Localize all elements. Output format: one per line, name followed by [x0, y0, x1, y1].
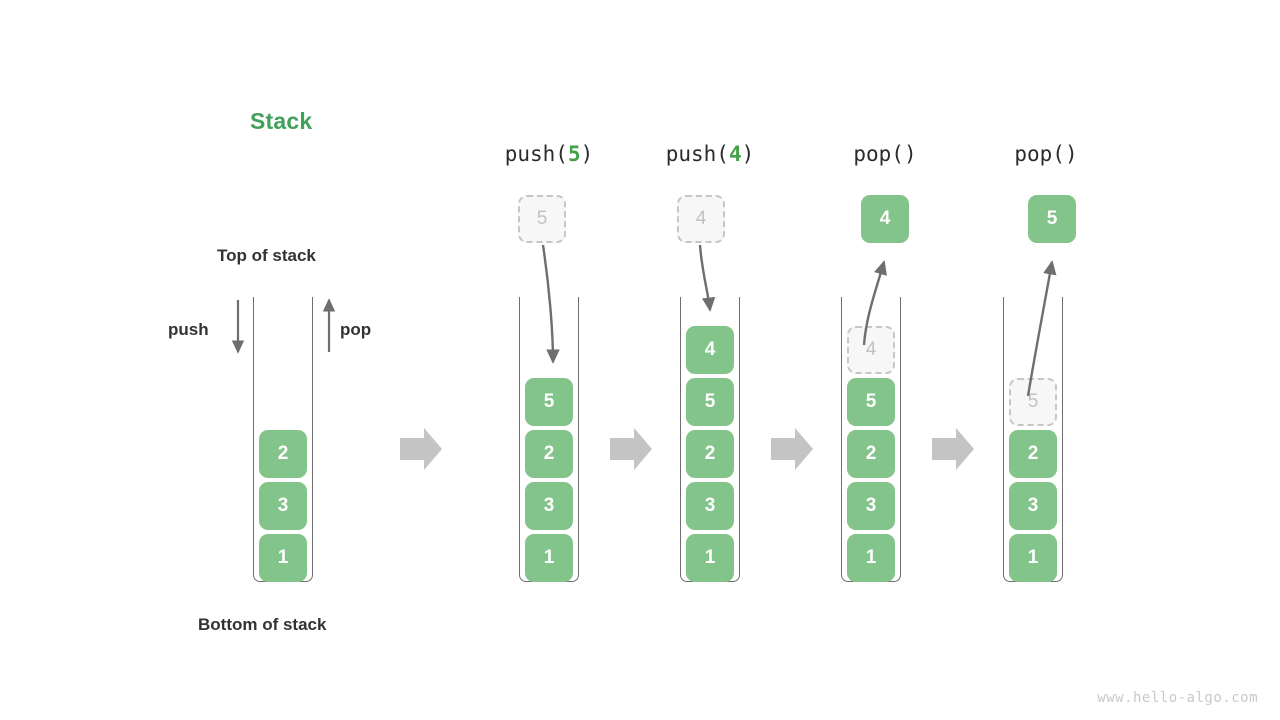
op-name: pop(: [1014, 142, 1065, 166]
stack-cell: 3: [1009, 482, 1057, 530]
stack-cell: 3: [686, 482, 734, 530]
stack-cell: 1: [1009, 534, 1057, 582]
step-arrow-2: [610, 428, 652, 470]
stack-slots: 1 3 2 5 4: [680, 297, 740, 582]
op-close: ): [903, 142, 917, 166]
stack-cell: 3: [525, 482, 573, 530]
op-close: ): [1064, 142, 1078, 166]
op-close: ): [580, 142, 594, 166]
stack-slots: 1 3 2 5: [519, 297, 579, 582]
op-name: push(: [665, 142, 729, 166]
stack-cell: 5: [686, 378, 734, 426]
op-name: push(: [504, 142, 568, 166]
pending-push-box: 4: [677, 195, 725, 243]
stack-cell: 1: [847, 534, 895, 582]
stack-cell: 2: [1009, 430, 1057, 478]
stack-cell: 1: [686, 534, 734, 582]
op-title-push-4: push(4): [655, 142, 765, 166]
stack-cell-removed: 5: [1009, 378, 1057, 426]
op-title-pop-1: pop(): [830, 142, 940, 166]
stack-slots: 1 3 2 5: [1003, 297, 1063, 582]
label-push: push: [168, 320, 209, 339]
op-title-push-5: push(5): [494, 142, 604, 166]
pending-push-box: 5: [518, 195, 566, 243]
stack-cell: 2: [686, 430, 734, 478]
popped-value-box: 4: [861, 195, 909, 243]
stack-cell-removed: 4: [847, 326, 895, 374]
page-title: Stack: [250, 108, 313, 134]
label-top-of-stack: Top of stack: [217, 246, 316, 265]
step-arrow-4: [932, 428, 974, 470]
popped-value-box: 5: [1028, 195, 1076, 243]
label-pop: pop: [340, 320, 372, 339]
step-arrow-3: [771, 428, 813, 470]
stack-cell: 1: [525, 534, 573, 582]
op-title-pop-2: pop(): [991, 142, 1101, 166]
op-arg: 4: [728, 142, 742, 166]
stack-cell: 5: [847, 378, 895, 426]
stack-cell: 2: [525, 430, 573, 478]
op-close: ): [741, 142, 755, 166]
op-name: pop(: [853, 142, 904, 166]
step-arrow-1: [400, 428, 442, 470]
stack-cell: 5: [525, 378, 573, 426]
stack-cell: 4: [686, 326, 734, 374]
stack-slots: 1 3 2: [253, 297, 313, 582]
label-bottom-of-stack: Bottom of stack: [198, 615, 327, 634]
watermark: www.hello-algo.com: [1097, 690, 1258, 706]
stack-cell: 2: [847, 430, 895, 478]
op-arg: 5: [567, 142, 581, 166]
stack-cell: 3: [847, 482, 895, 530]
stack-cell: 2: [259, 430, 307, 478]
stack-cell: 3: [259, 482, 307, 530]
stack-slots: 1 3 2 5 4: [841, 297, 901, 582]
stack-cell: 1: [259, 534, 307, 582]
